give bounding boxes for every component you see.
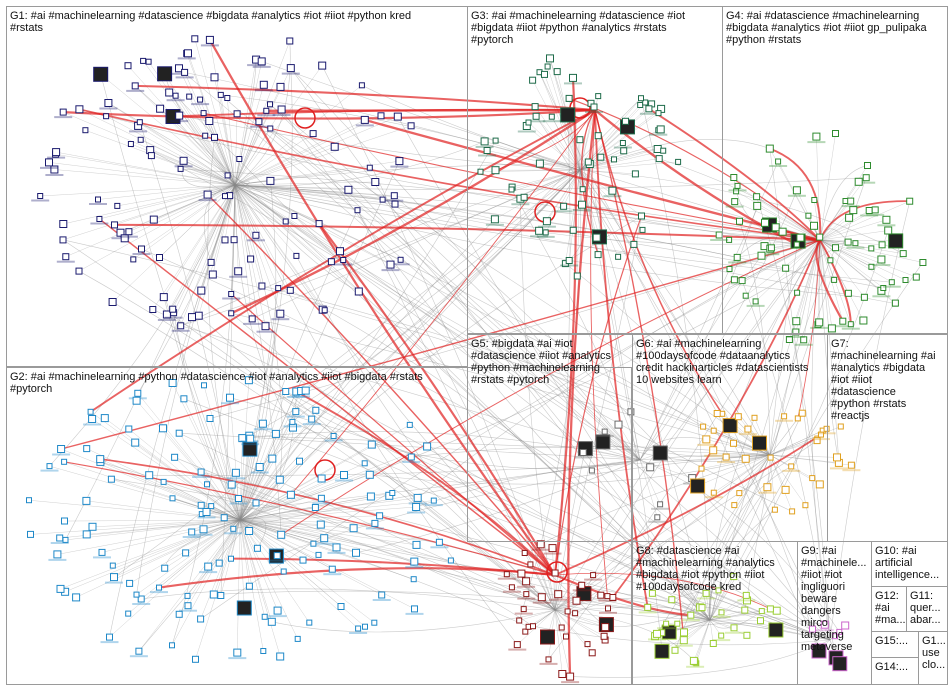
group-label-g5: G5: #bigdata #ai #iot #datascience #iiot… (471, 338, 631, 386)
group-panel-g3: G3: #ai #machinelearning #datascience #i… (467, 6, 723, 334)
group-label-g6: G6: #ai #machinelearning #100daysofcode … (636, 338, 828, 386)
group-label-g3: G3: #ai #machinelearning #datascience #i… (471, 10, 721, 46)
group-label-g9: G9: #ai #machinele... #iiot #iot ingligu… (801, 545, 872, 653)
group-panel-g15: G15:... (871, 631, 919, 658)
group-label-g11: G11: quer... abar... (910, 590, 948, 626)
group-label-g10: G10: #ai artificial intelligence... (875, 545, 948, 581)
group-panel-g4: G4: #ai #datascience #machinelearning #b… (722, 6, 948, 334)
group-label-g12: G12: #ai #ma... (875, 590, 907, 626)
group-panel-g7: G7: #machinelearning #ai #analytics #big… (827, 334, 948, 542)
group-panel-g6: G6: #ai #machinelearning #100daysofcode … (632, 334, 828, 542)
group-panel-g10: G10: #ai artificial intelligence... (871, 541, 948, 587)
group-label-g13: G1... use clo... (922, 635, 948, 671)
group-panel-g14: G14:... (871, 657, 919, 685)
group-panel-g9: G9: #ai #machinele... #iiot #iot ingligu… (797, 541, 872, 685)
group-label-g8: G8: #datascience #ai #machinelearning #a… (636, 545, 796, 593)
group-label-g7: G7: #machinelearning #ai #analytics #big… (831, 338, 948, 422)
group-label-g14: G14:... (875, 661, 919, 673)
group-label-g4: G4: #ai #datascience #machinelearning #b… (726, 10, 948, 46)
group-panel-g5: G5: #bigdata #ai #iot #datascience #iiot… (467, 334, 633, 542)
group-label-g15: G15:... (875, 635, 919, 647)
group-label-g1: G1: #ai #machinelearning #datascience #b… (10, 10, 466, 34)
group-panel-g8: G8: #datascience #ai #machinelearning #a… (632, 541, 798, 685)
group-panel-g12: G12: #ai #ma... (871, 586, 907, 632)
group-panel-g1: G1: #ai #machinelearning #datascience #b… (6, 6, 468, 367)
group-panel-g11: G11: quer... abar... (906, 586, 948, 632)
group-panel-g13: G1... use clo... (918, 631, 948, 685)
